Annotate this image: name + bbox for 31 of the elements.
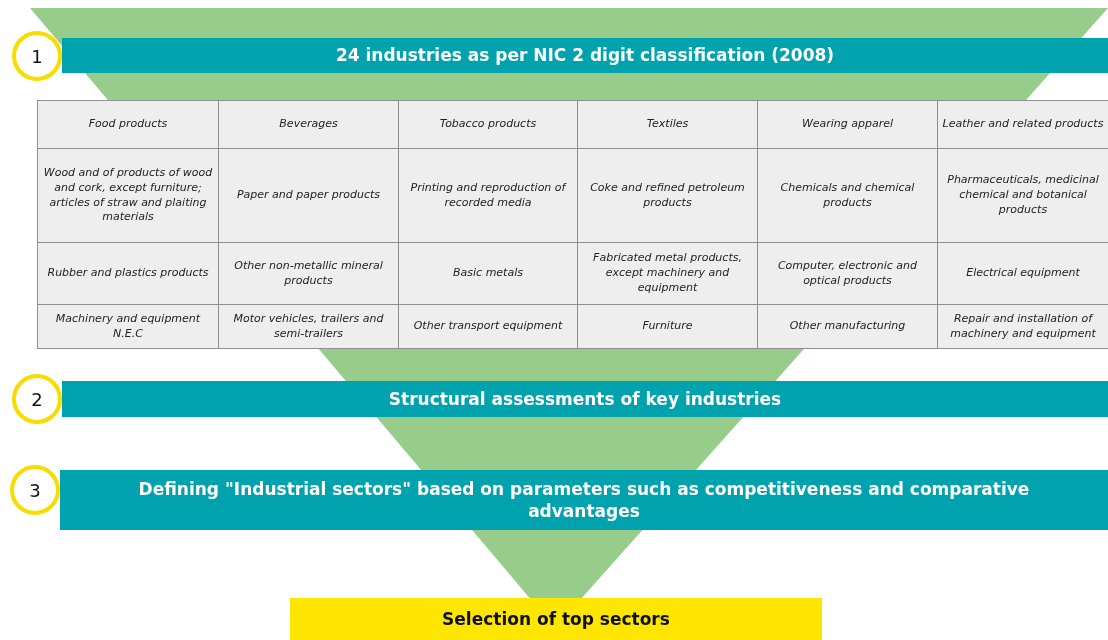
table-cell: Other non-metallic mineral products: [218, 242, 399, 305]
table-cell: Fabricated metal products, except machinery and equipment: [577, 242, 758, 305]
table-cell: Rubber and plastics products: [37, 242, 219, 305]
table-cell: Paper and paper products: [218, 148, 399, 243]
step-banner: 24 industries as per NIC 2 digit classification (2008): [62, 38, 1108, 73]
table-cell: Motor vehicles, trailers and semi-trailers: [218, 304, 399, 349]
step-number: 1: [12, 31, 62, 81]
table-cell: Leather and related products: [937, 100, 1108, 149]
step-number: 3: [10, 465, 60, 515]
table-cell: Basic metals: [398, 242, 578, 305]
table-cell: Computer, electronic and optical products: [757, 242, 938, 305]
table-cell: Furniture: [577, 304, 758, 349]
table-cell: Machinery and equipment N.E.C: [37, 304, 219, 349]
table-cell: Tobacco products: [398, 100, 578, 149]
table-cell: Food products: [37, 100, 219, 149]
table-cell: Wood and of products of wood and cork, except furniture; articles of straw and plaiting materials: [37, 148, 219, 243]
step-banner: Structural assessments of key industries: [62, 381, 1108, 417]
table-cell: Textiles: [577, 100, 758, 149]
table-cell: Electrical equipment: [937, 242, 1108, 305]
table-cell: Chemicals and chemical products: [757, 148, 938, 243]
step-banner: Defining "Industrial sectors" based on parameters such as competitiveness and comparative advantages: [60, 470, 1108, 530]
result-box: Selection of top sectors: [290, 598, 822, 640]
table-cell: Repair and installation of machinery and equipment: [937, 304, 1108, 349]
table-cell: Printing and reproduction of recorded media: [398, 148, 578, 243]
step-number: 2: [12, 374, 62, 424]
table-cell: Other manufacturing: [757, 304, 938, 349]
table-cell: Coke and refined petroleum products: [577, 148, 758, 243]
table-cell: Beverages: [218, 100, 399, 149]
table-cell: Wearing apparel: [757, 100, 938, 149]
table-cell: Pharmaceuticals, medicinal chemical and botanical products: [937, 148, 1108, 243]
table-cell: Other transport equipment: [398, 304, 578, 349]
